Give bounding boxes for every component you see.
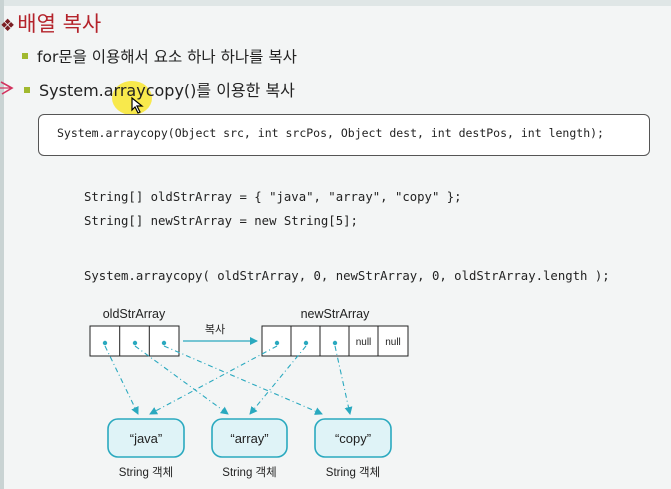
reference-arrow — [249, 345, 307, 415]
reference-dot — [132, 340, 138, 346]
reference-dot — [102, 340, 108, 346]
top-strip — [0, 0, 671, 6]
pen-annotation-icon — [0, 81, 14, 95]
reference-arrow — [163, 345, 323, 415]
pen-cursor-icon — [131, 96, 144, 114]
null-cell: null — [385, 337, 401, 348]
object-caption: String 객체 — [222, 466, 276, 479]
diamonds-bullet-icon: ❖ — [0, 16, 16, 36]
left-strip — [0, 0, 4, 489]
string-object-copy-label: “copy” — [335, 431, 371, 446]
bullet-for-loop: for문을 이용해서 요소 하나 하나를 복사 — [22, 45, 297, 67]
old-array-label: oldStrArray — [103, 307, 166, 321]
signature-box: System.arraycopy(Object src, int srcPos,… — [38, 114, 650, 156]
slide-title: ❖배열 복사 — [0, 12, 102, 36]
code-line-old-array: String[] oldStrArray = { "java", "array"… — [84, 190, 462, 204]
object-caption: String 객체 — [119, 466, 173, 479]
bullet-arraycopy: System.arraycopy()를 이용한 복사 — [24, 77, 295, 101]
string-object-java-label: “java” — [130, 431, 163, 446]
code-line-new-array: String[] newStrArray = new String[5]; — [84, 214, 358, 228]
reference-dot — [303, 340, 309, 346]
string-object-array — [211, 418, 288, 458]
reference-arrow — [104, 345, 139, 415]
reference-dot — [332, 340, 338, 346]
new-array-label: newStrArray — [301, 307, 371, 321]
reference-arrow — [134, 345, 229, 415]
square-bullet-icon — [22, 52, 28, 59]
string-object-java — [107, 418, 185, 458]
copy-label: 복사 — [205, 323, 225, 336]
reference-dot — [161, 340, 167, 346]
arraycopy-signature: System.arraycopy(Object src, int srcPos,… — [57, 126, 604, 140]
reference-dot — [274, 340, 280, 346]
code-line-arraycopy-call: System.arraycopy( oldStrArray, 0, newStr… — [84, 269, 610, 283]
string-object-copy — [314, 418, 392, 458]
object-caption: String 객체 — [326, 466, 380, 479]
reference-arrow — [149, 345, 278, 415]
string-object-array-label: “array” — [230, 431, 268, 446]
null-cell: null — [356, 337, 372, 348]
square-bullet-icon — [24, 86, 30, 93]
